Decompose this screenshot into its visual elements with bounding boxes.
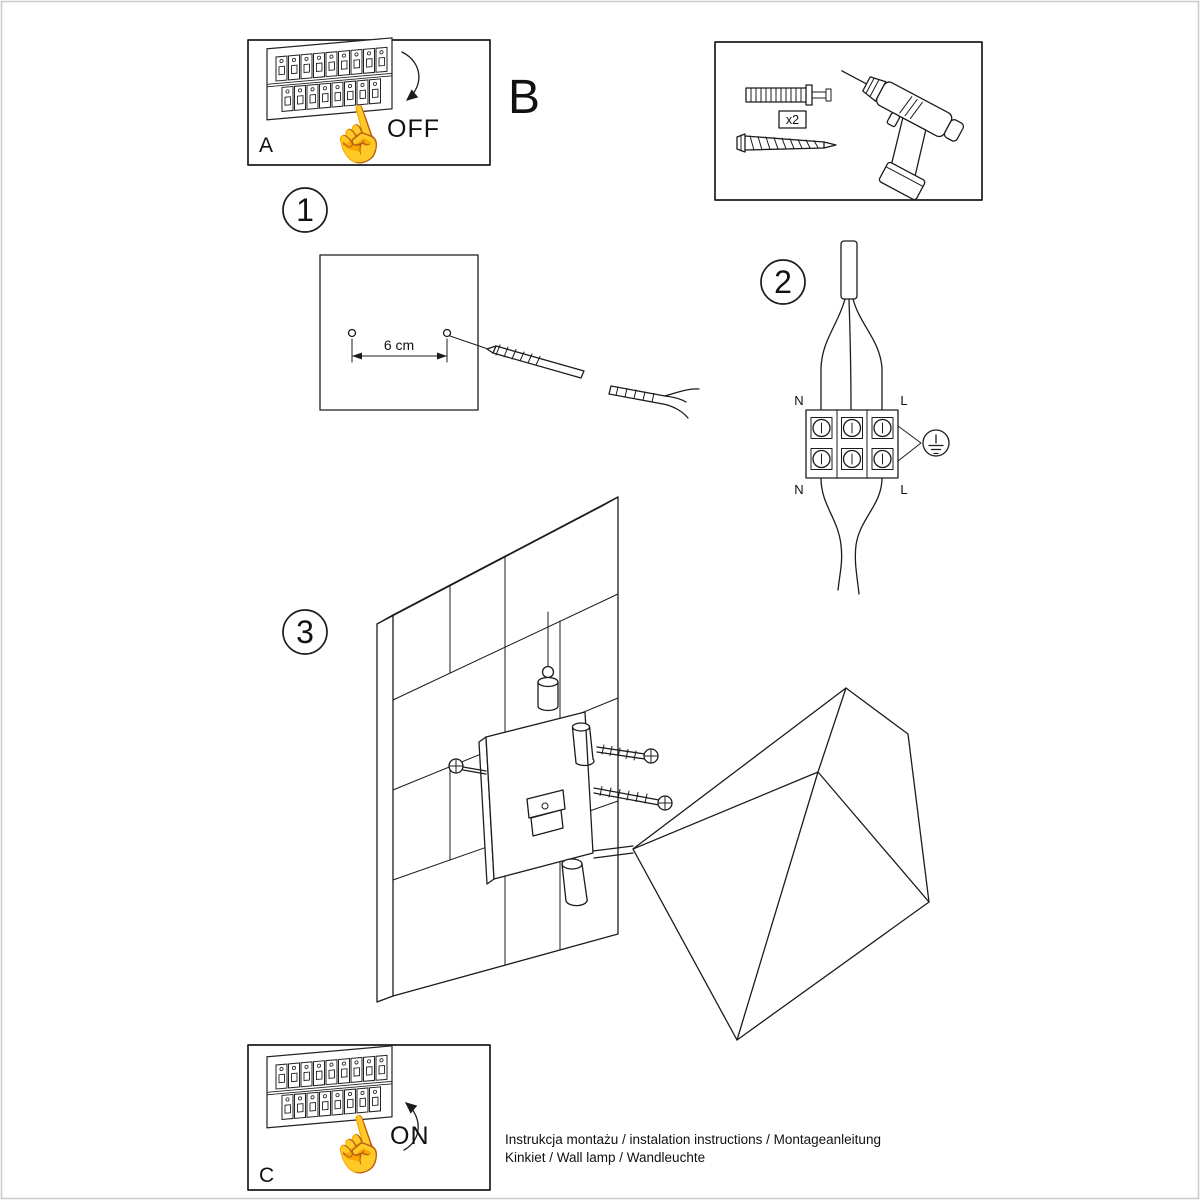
power-on-panel: ☝ ON C (247, 1044, 491, 1191)
masonry-bit-icon (486, 344, 585, 379)
off-label: OFF (387, 115, 440, 143)
step-3: 3 (282, 496, 930, 1041)
step-1: 1 6 cm (282, 187, 700, 419)
ground-symbol-icon (897, 425, 950, 462)
fixing-screw-left (448, 758, 487, 775)
drill-icon (841, 70, 965, 201)
footer-line-2: Kinkiet / Wall lamp / Wandleuchte (505, 1150, 705, 1165)
cable-sleeve (840, 240, 858, 300)
mounting-screw-1 (596, 744, 659, 764)
wall-anchor-icon (608, 385, 700, 419)
dimension-label: 6 cm (384, 337, 414, 353)
step-2: 2 N L N L (760, 240, 950, 595)
quantity-badge: x2 (786, 113, 799, 127)
quantity-badge-frame (778, 110, 807, 129)
step-1-badge-circle (282, 187, 328, 233)
tools-box: x2 (714, 41, 983, 201)
strain-clamp (526, 789, 566, 837)
on-label: ON (390, 1122, 430, 1150)
panel-c-label: C (259, 1164, 274, 1187)
footer: Instrukcja montażu / instalation instruc… (505, 1132, 881, 1165)
lamp-shade (632, 687, 930, 1041)
section-b-label: B (508, 71, 540, 124)
bottom-tube (561, 858, 588, 907)
panel-a-label: A (259, 134, 273, 157)
label-l-bottom: L (900, 482, 907, 497)
mounting-assembly (448, 611, 673, 907)
label-n-bottom: N (794, 482, 803, 497)
step-2-badge-circle (760, 259, 806, 305)
lamp-wires (820, 477, 883, 595)
screw-icon (736, 133, 837, 153)
cap-nut (541, 665, 555, 679)
step-1-badge: 1 (296, 192, 314, 228)
wall-square (319, 254, 479, 411)
socket-tube (571, 722, 595, 767)
top-stud (537, 676, 559, 712)
supply-wires (820, 298, 883, 411)
rotate-arrow-icon (401, 51, 420, 101)
power-off-panel: ☝ OFF A (247, 38, 491, 174)
shade-connector (592, 845, 634, 859)
drill-hole-right (442, 328, 452, 338)
step-3-badge-circle (282, 609, 328, 655)
step-2-badge: 2 (774, 264, 792, 300)
label-n-top: N (794, 393, 803, 408)
drill-hole-left (347, 328, 357, 338)
step-3-badge: 3 (296, 614, 314, 650)
rotate-arrow-icon (403, 1102, 419, 1151)
leader-line (449, 335, 489, 350)
mounting-screw-2 (593, 786, 673, 811)
dimension: 6 cm (351, 337, 448, 363)
label-l-top: L (900, 393, 907, 408)
wall-plug-icon (745, 84, 832, 106)
footer-line-1: Instrukcja montażu / instalation instruc… (505, 1132, 881, 1147)
terminal-screws (810, 417, 894, 470)
terminal-block (805, 409, 899, 479)
